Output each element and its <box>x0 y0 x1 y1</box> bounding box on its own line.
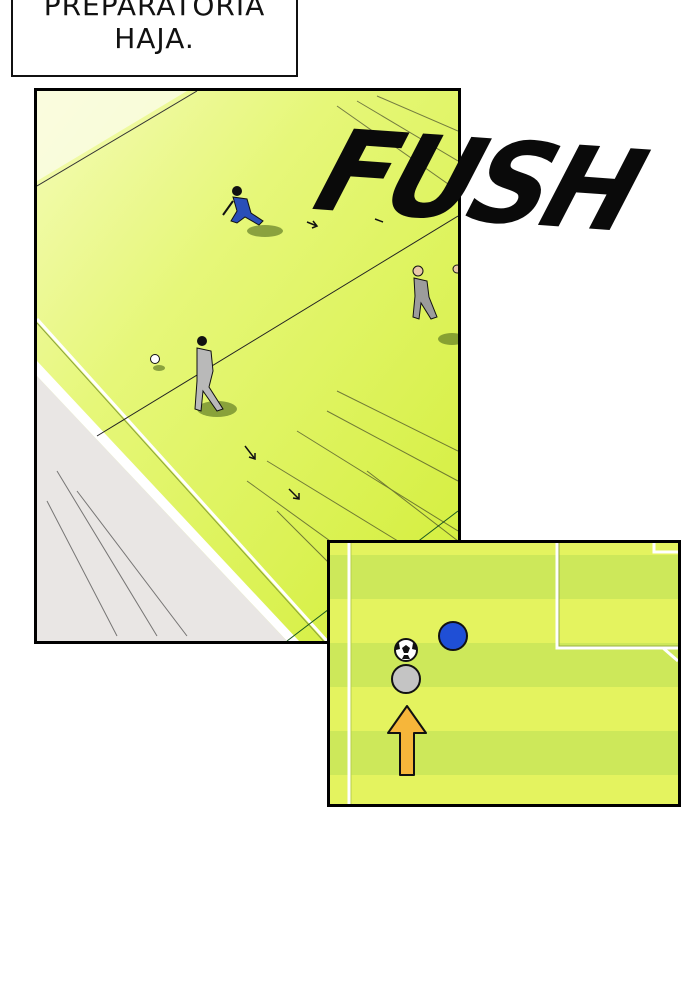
player-opponent <box>412 264 458 345</box>
player-blue-marker <box>438 621 468 651</box>
player-gray <box>194 336 237 417</box>
touch-line <box>37 317 329 641</box>
caption-box: PREPARATÓRIA HAJA. <box>11 0 298 77</box>
ball-icon <box>394 638 418 662</box>
ball-icon <box>150 354 165 371</box>
player-blue <box>222 186 283 237</box>
pitch-illustration <box>37 91 458 641</box>
comic-panel-main <box>34 88 461 644</box>
caption-line-2: HAJA. <box>114 22 195 55</box>
tactical-diagram-panel <box>327 540 681 807</box>
player-gray-marker <box>391 664 421 694</box>
direction-arrow-icon <box>387 705 427 776</box>
sound-effect-text: FUSH <box>301 105 655 258</box>
tactical-pitch <box>330 543 678 804</box>
caption-line-1: PREPARATÓRIA <box>43 0 266 22</box>
